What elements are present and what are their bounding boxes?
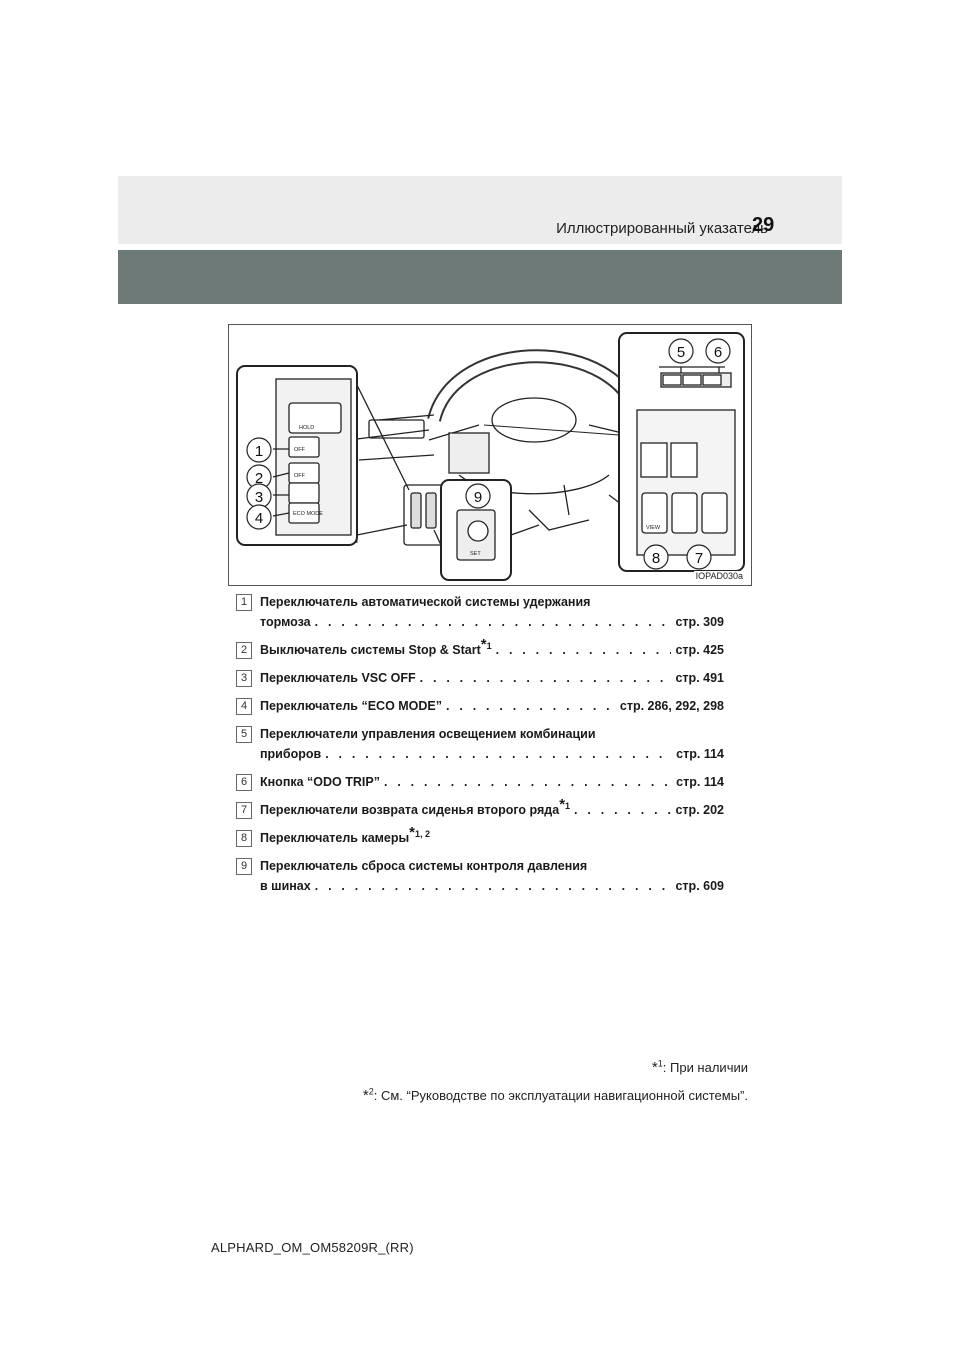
callout-1: 1 (246, 437, 272, 463)
callout-9: 9 (465, 483, 491, 509)
item-text: Переключатель VSC OFF (260, 671, 416, 685)
item-number: 3 (236, 670, 252, 687)
page-number: 29 (752, 214, 775, 236)
list-item: 3 Переключатель VSC OFF стр. 491 (236, 668, 724, 688)
item-page-ref[interactable]: стр. 491 (675, 671, 724, 685)
footer-doc-id: ALPHARD_OM_OM58209R_(RR) (211, 1240, 414, 1255)
set-button-label: SET (470, 551, 481, 557)
dark-band (118, 250, 842, 304)
item-list: 1 Переключатель автоматической системы у… (236, 592, 724, 904)
callout-7: 7 (686, 544, 712, 570)
svg-text:5: 5 (677, 344, 685, 361)
item-number: 8 (236, 830, 252, 847)
figure-code: IOPAD030a (693, 571, 745, 581)
item-page-ref[interactable]: стр. 202 (675, 803, 724, 817)
svg-text:1: 1 (255, 443, 263, 460)
item-text: Кнопка “ODO TRIP” (260, 775, 380, 789)
item-text: в шинах (260, 879, 311, 893)
svg-text:2: 2 (255, 470, 263, 487)
dashboard-drawing: HOLD OFF OFF ECO MODE SET VIEW 1 2 3 4 5… (236, 332, 745, 581)
callout-6: 6 (705, 338, 731, 364)
item-number: 7 (236, 802, 252, 819)
section-title: Иллюстрированный указатель (556, 220, 768, 237)
header-band (118, 176, 842, 244)
item-footnote-ref: 1, 2 (415, 828, 431, 839)
item-number: 6 (236, 774, 252, 791)
eco-mode-label: ECO MODE (293, 511, 323, 517)
item-text: Переключатели возврата сиденья второго р… (260, 803, 560, 817)
item-page-ref[interactable]: стр. 425 (675, 643, 724, 657)
svg-text:8: 8 (652, 550, 660, 567)
svg-text:9: 9 (474, 489, 482, 506)
item-page-ref[interactable]: стр. 114 (676, 747, 724, 761)
list-item: 7 Переключатели возврата сиденья второго… (236, 797, 724, 820)
item-footnote-ref: 1 (565, 800, 571, 811)
item-text: тормоза (260, 615, 311, 629)
item-text: приборов (260, 747, 322, 761)
footnote-2: *2: См. “Руководстве по эксплуатации нав… (362, 1086, 748, 1104)
item-text: Переключатель камеры (260, 831, 410, 845)
item-number: 4 (236, 698, 252, 715)
item-number: 5 (236, 726, 252, 743)
list-item: 6 Кнопка “ODO TRIP” стр. 114 (236, 772, 724, 792)
view-button-label: VIEW (646, 525, 661, 531)
list-item: 8 Переключатель камеры*1, 2 (236, 825, 724, 848)
svg-text:6: 6 (714, 344, 722, 361)
off-label-1: OFF (294, 447, 306, 453)
item-number: 2 (236, 642, 252, 659)
item-text: Переключатель “ECO MODE” (260, 699, 443, 713)
callout-5: 5 (668, 338, 694, 364)
footnotes: *1: При наличии *2: См. “Руководстве по … (363, 1054, 748, 1110)
off-label-2: OFF (294, 473, 306, 479)
item-number: 9 (236, 858, 252, 875)
list-item: 1 Переключатель автоматической системы у… (236, 592, 724, 632)
item-page-ref[interactable]: стр. 114 (676, 775, 724, 789)
list-item: 2 Выключатель системы Stop & Start*1стр.… (236, 637, 724, 660)
svg-text:3: 3 (255, 489, 263, 506)
item-page-ref[interactable]: стр. 609 (675, 879, 724, 893)
svg-text:7: 7 (695, 550, 703, 567)
item-line1: Переключатель автоматической системы уде… (260, 595, 591, 609)
callout-8: 8 (643, 544, 669, 570)
svg-text:4: 4 (255, 510, 263, 527)
hold-button-label: HOLD (299, 425, 314, 431)
item-line1: Переключатели управления освещением комб… (260, 727, 596, 741)
item-line1: Переключатель сброса системы контроля да… (260, 859, 588, 873)
dashboard-illustration: HOLD OFF OFF ECO MODE SET VIEW 1 2 3 4 5… (228, 324, 752, 586)
callout-3: 3 (246, 483, 272, 509)
list-item: 4 Переключатель “ECO MODE” стр. 286, 292,… (236, 696, 724, 716)
item-footnote-ref: 1 (486, 640, 492, 651)
footnote-1: *1: При наличии (651, 1058, 748, 1076)
callout-4: 4 (246, 504, 272, 530)
item-number: 1 (236, 594, 252, 611)
item-page-ref[interactable]: стр. 309 (675, 615, 724, 629)
list-item: 5 Переключатели управления освещением ко… (236, 724, 724, 764)
list-item: 9 Переключатель сброса системы контроля … (236, 856, 724, 896)
item-text: Выключатель системы Stop & Start (260, 643, 481, 657)
item-page-ref[interactable]: стр. 286, 292, 298 (619, 699, 724, 713)
